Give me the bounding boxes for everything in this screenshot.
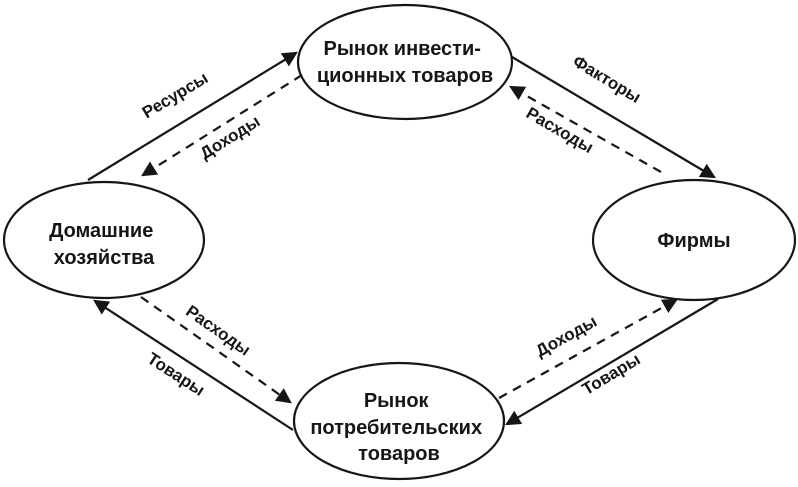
edge-resources: Ресурсы [87,51,298,181]
edge-incomes-of-firms-label: Доходы [533,312,601,361]
node-consumer-market-label-line1: Рынок [364,390,430,412]
edge-incomes-of-firms-line [498,298,679,399]
edge-goods-to-households-line [93,299,294,431]
node-investment-market: Рынок инвести- ционных товаров [296,3,514,121]
node-households: Домашние хозяйства [2,180,206,300]
node-investment-market-label-line1: Рынок инвести- [324,38,481,60]
node-households-ellipse [2,180,206,300]
edge-expenses-of-households-line [140,296,292,404]
node-households-label-line1: Домашние [49,220,153,242]
node-investment-market-label-line2: ционных товаров [317,65,493,87]
edge-factors-line [511,56,716,179]
node-consumer-market-ellipse [292,361,506,481]
edge-resources-line [87,51,298,181]
edge-goods-from-firms-label: Товары [579,350,644,399]
node-consumer-market-label-line3: товаров [358,443,440,465]
edge-expenses-of-firms-line [508,85,662,173]
node-consumer-market: Рынок потребительских товаров [292,361,506,481]
edge-goods-from-firms-line [505,298,719,426]
node-households-label-line2: хозяйства [54,247,155,269]
node-firms-label: Фирмы [657,230,730,252]
node-investment-market-ellipse [296,3,514,121]
edge-resources-label: Ресурсы [139,68,212,122]
node-investment-market-label: Рынок инвести- ционных товаров [317,38,493,87]
edge-goods-to-households-label: Товары [144,349,208,400]
edge-expenses-of-households-label: Расходы [182,301,254,359]
edge-goods-from-firms: Товары [505,298,719,426]
node-firms-ellipse [591,178,797,302]
node-firms: Фирмы [591,178,797,302]
edge-expenses-of-households: Расходы [140,296,292,404]
node-consumer-market-label-line2: потребительских [310,417,482,439]
node-consumer-market-label: Рынок потребительских товаров [310,390,487,465]
node-households-label: Домашние хозяйства [49,220,159,269]
